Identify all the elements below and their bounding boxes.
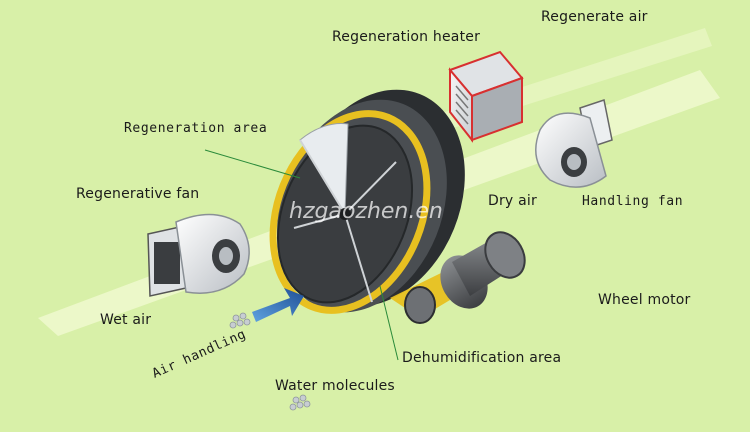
water-molecules-cluster-b <box>290 395 310 410</box>
label-regeneration-area: Regeneration area <box>124 121 267 136</box>
handling-fan <box>536 100 612 187</box>
label-regenerate-air: Regenerate air <box>541 9 648 25</box>
label-regenerative-fan: Regenerative fan <box>76 186 199 202</box>
label-water-molecules: Water molecules <box>275 378 395 394</box>
label-dehumidification-area: Dehumidification area <box>402 350 561 366</box>
watermark: hzgaozhen.en <box>289 199 443 224</box>
label-wet-air: Wet air <box>100 312 151 328</box>
label-dry-air: Dry air <box>488 193 537 209</box>
regeneration-heater <box>450 52 522 140</box>
motor-pulley <box>405 287 435 323</box>
water-molecules-cluster-a <box>230 313 250 328</box>
airflow-arrow <box>252 288 304 322</box>
label-handling-fan: Handling fan <box>582 194 683 209</box>
label-wheel-motor: Wheel motor <box>598 292 691 308</box>
label-regeneration-heater: Regeneration heater <box>332 29 480 45</box>
leader-regeneration-area <box>205 150 300 178</box>
regenerative-fan <box>148 214 249 296</box>
